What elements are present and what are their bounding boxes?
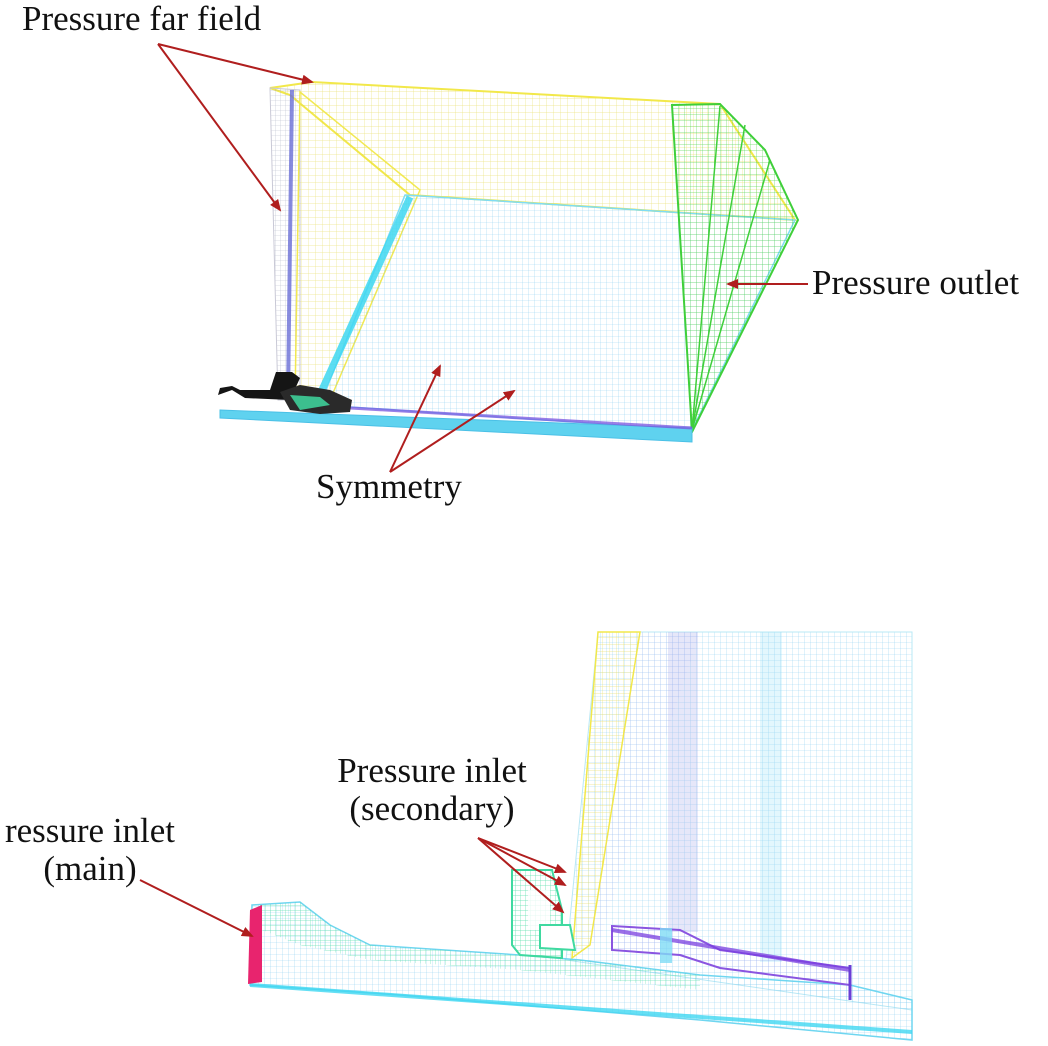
label-pressure-inlet-main-line1: ressure inlet <box>4 811 176 850</box>
label-pressure-inlet-main: ressure inlet (main) <box>0 812 180 888</box>
pressure-inlet-main-surface <box>248 905 262 984</box>
bottom-annotation-arrows <box>139 837 567 937</box>
label-pressure-outlet: Pressure outlet <box>812 263 1020 302</box>
nozzle-geometry <box>218 372 352 414</box>
bottom-wall-strip <box>219 409 693 443</box>
label-pressure-inlet-secondary: Pressure inlet (secondary) <box>312 752 552 828</box>
arrow-inlet-main <box>139 879 254 937</box>
top-annotation-arrows <box>157 43 808 473</box>
arrow-inlet-secondary-3 <box>477 837 565 914</box>
label-pressure-inlet-secondary-line2: (secondary) <box>349 788 515 828</box>
top-mesh-domain <box>218 80 800 443</box>
bottom-mesh-detail <box>248 631 913 1041</box>
arrow-symmetry-2 <box>389 389 516 473</box>
label-pressure-far-field: Pressure far field <box>22 0 262 38</box>
arrow-far-field-left <box>157 43 282 212</box>
pressure-outlet-surface <box>670 102 800 436</box>
arrow-far-field-top <box>157 43 314 85</box>
label-symmetry: Symmetry <box>316 467 462 506</box>
arrow-symmetry-1 <box>389 364 441 473</box>
arrow-inlet-secondary-1 <box>477 837 567 874</box>
arrow-inlet-secondary-2 <box>477 837 567 886</box>
label-pressure-inlet-main-line2: (main) <box>43 848 137 888</box>
label-pressure-inlet-secondary-line1: Pressure inlet <box>337 751 527 790</box>
